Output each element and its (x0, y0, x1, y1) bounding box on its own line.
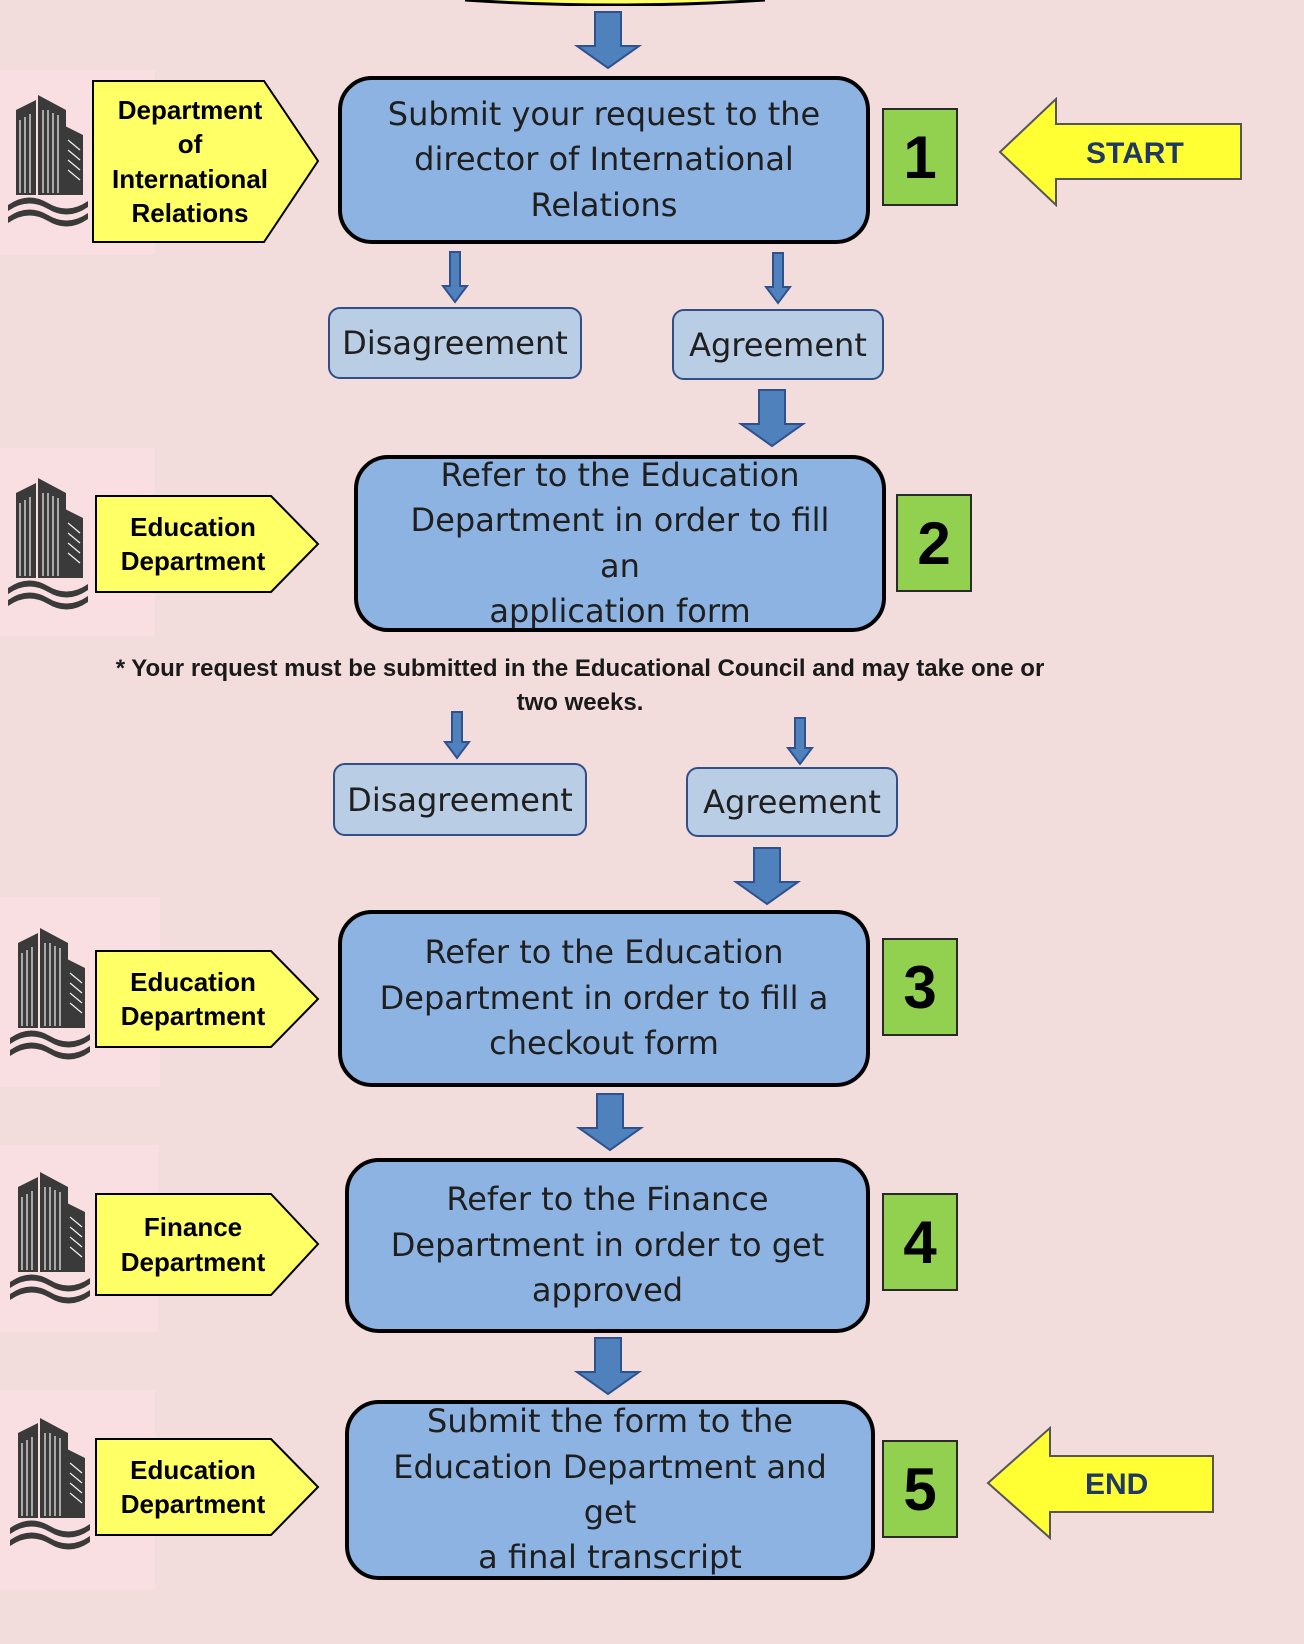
agreement-box: Agreement (686, 767, 898, 837)
department-callout: Department of International Relations (92, 80, 338, 243)
disagreement-box: Disagreement (333, 763, 587, 836)
step-box: Refer to the Education Department in ord… (338, 910, 870, 1087)
down-arrow-icon (573, 11, 643, 70)
step-number: 4 (882, 1193, 958, 1291)
start-arrow: START (998, 96, 1244, 208)
step-box: Submit your request to the director of I… (338, 76, 870, 244)
agreement-box: Agreement (672, 309, 884, 380)
down-arrow-icon (764, 252, 792, 305)
end-arrow: END (986, 1425, 1216, 1541)
note-text: * Your request must be submitted in the … (115, 655, 1045, 717)
department-callout: Finance Department (95, 1193, 338, 1296)
down-arrow-icon (786, 717, 814, 766)
department-callout: Education Department (95, 495, 338, 593)
building-icon (8, 478, 88, 610)
end-label: END (1085, 1468, 1149, 1501)
down-arrow-icon (732, 847, 802, 906)
department-callout: Education Department (95, 950, 338, 1048)
start-label: START (1086, 137, 1184, 170)
down-arrow-icon (737, 389, 807, 448)
step-box: Submit the form to the Education Departm… (345, 1400, 875, 1580)
down-arrow-icon (575, 1093, 645, 1152)
disagreement-box: Disagreement (328, 307, 582, 379)
step-number: 2 (896, 494, 972, 592)
building-icon (10, 1172, 90, 1304)
step-box: Refer to the Education Department in ord… (354, 455, 886, 632)
step-box: Refer to the Finance Department in order… (345, 1158, 870, 1333)
step-number: 3 (882, 938, 958, 1036)
step-number: 5 (882, 1440, 958, 1538)
down-arrow-icon (441, 251, 469, 304)
building-icon (8, 95, 88, 227)
department-callout: Education Department (95, 1438, 338, 1536)
step-number: 1 (882, 108, 958, 206)
down-arrow-icon (573, 1337, 643, 1396)
down-arrow-icon (443, 711, 471, 760)
building-icon (10, 1418, 90, 1550)
building-icon (10, 928, 90, 1060)
top-partial-shape (465, 0, 765, 6)
